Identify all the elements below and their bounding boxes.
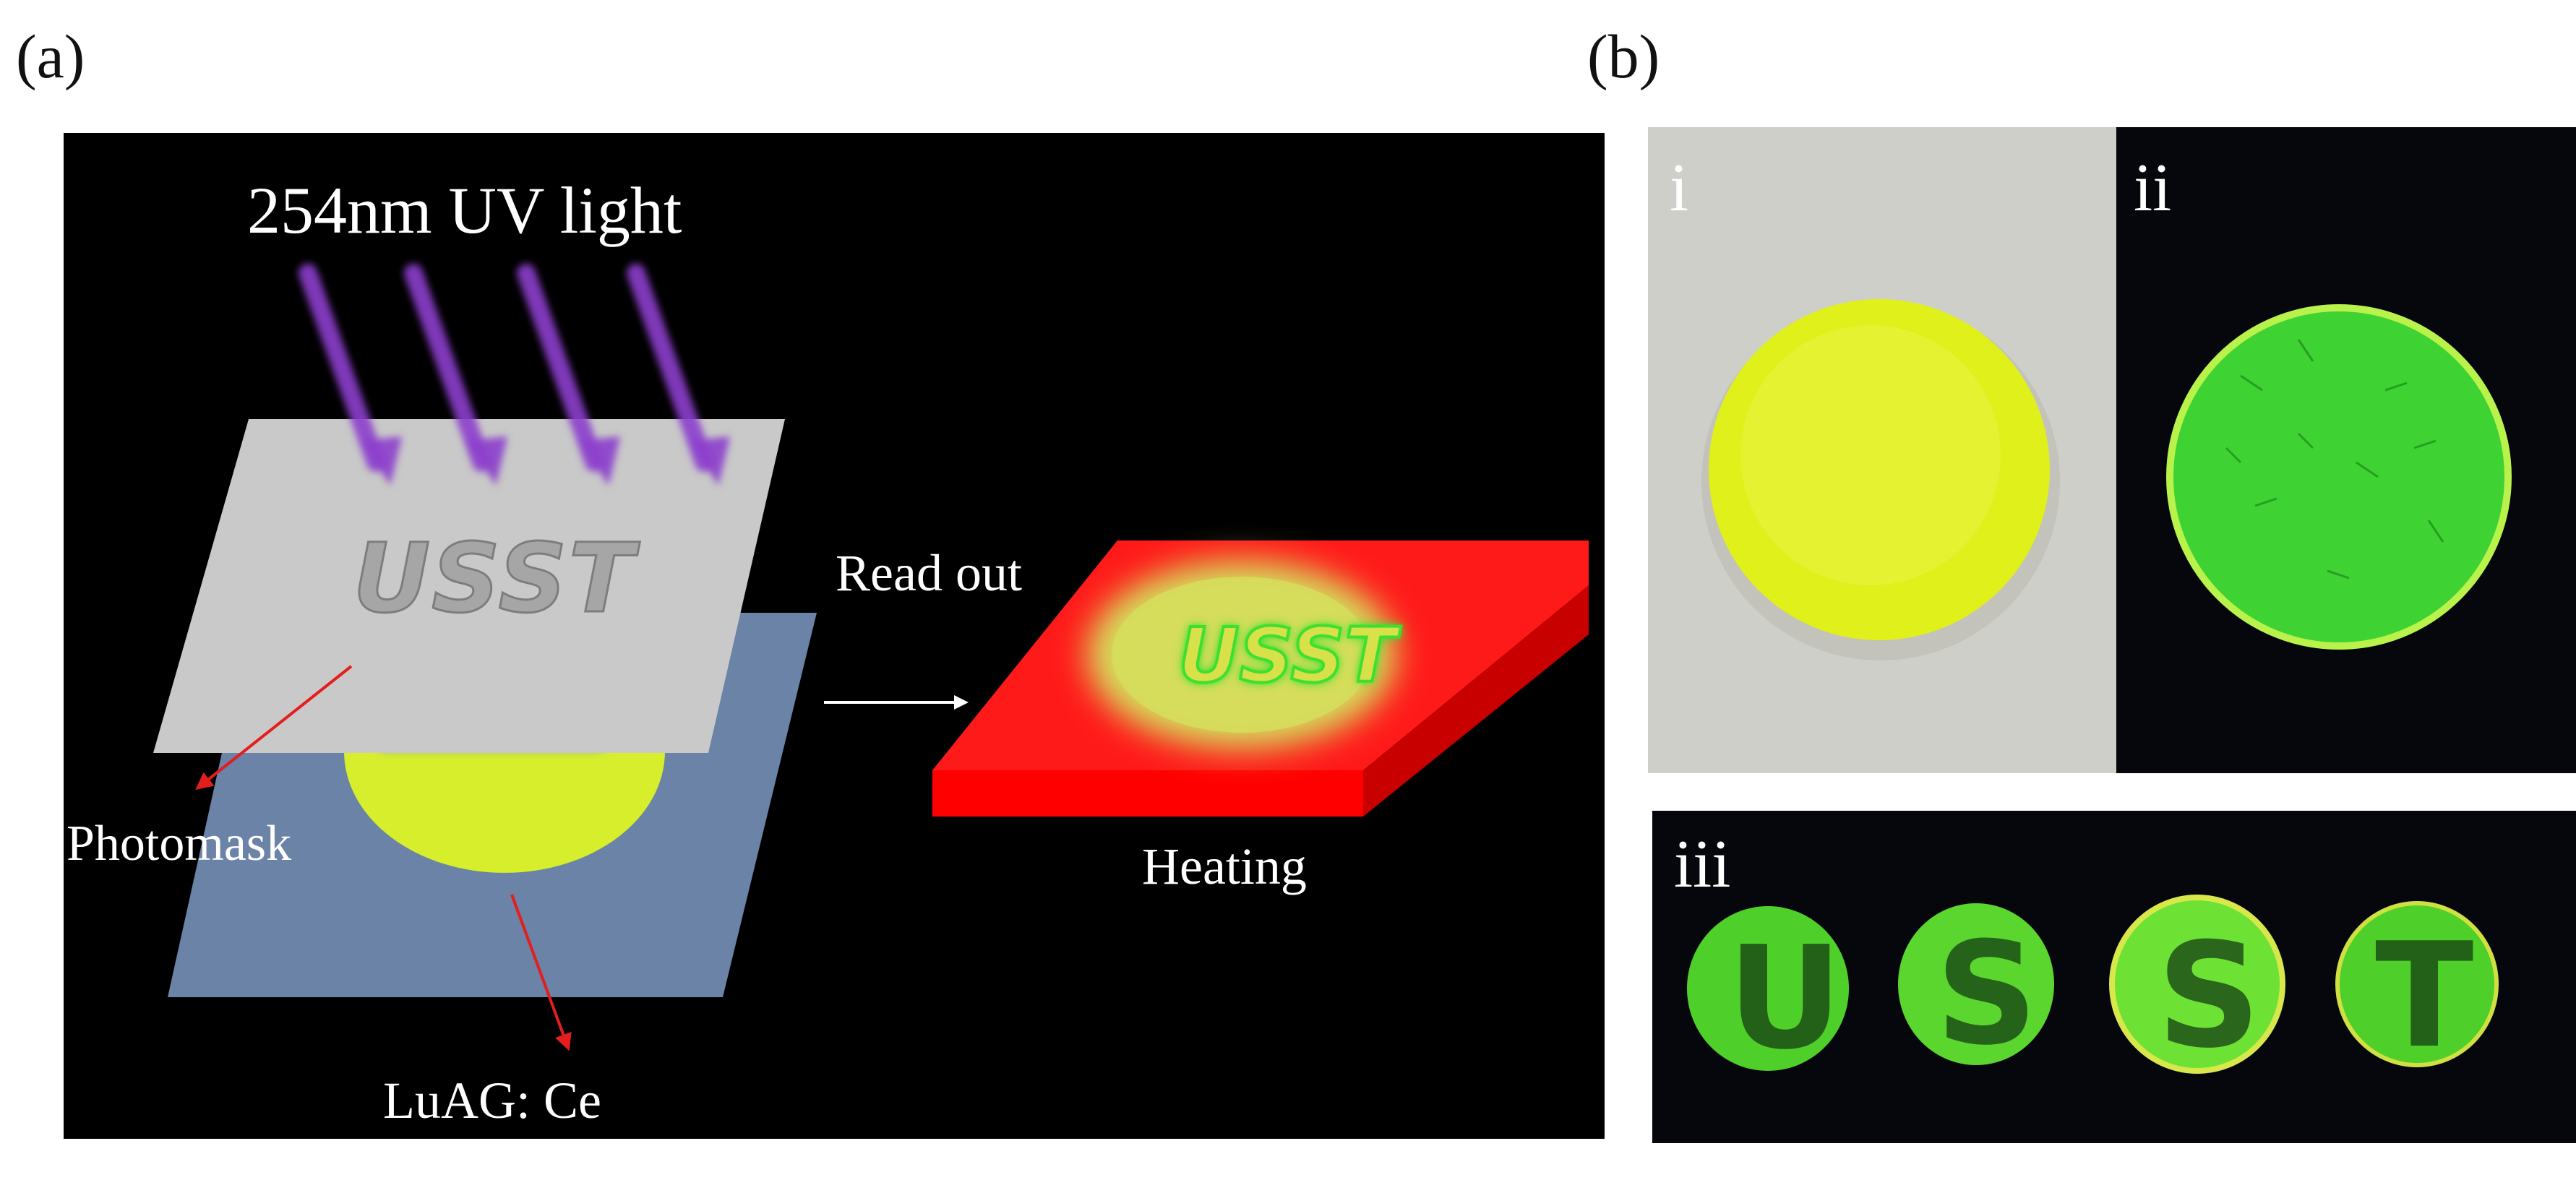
letter-disc-1 <box>1687 906 1849 1071</box>
uv-arrows <box>299 264 730 486</box>
photomask-sheet <box>153 419 785 753</box>
luag-ce-disc <box>344 752 665 873</box>
photomask-pointer <box>195 665 353 790</box>
photo-ii-speckle <box>2225 339 2444 580</box>
photo-i-label: i <box>1670 150 1689 225</box>
panel-a-label: (a) <box>16 22 85 91</box>
disc-letter-3: S <box>2157 912 2262 1080</box>
mask-pattern-text: USST <box>352 522 635 636</box>
letter-disc-3 <box>2109 895 2285 1074</box>
plate-pattern-text: USST <box>1177 610 1397 701</box>
luag-pointer <box>510 894 572 1051</box>
photomask-label: Photomask <box>66 816 292 871</box>
photo-ii-label: ii <box>2134 150 2172 225</box>
uv-light-label: 254nm UV light <box>247 173 682 247</box>
photo-ii-disc <box>2168 306 2510 647</box>
photo-ii-rim <box>2166 304 2512 650</box>
disc-letter-2: S <box>1936 912 2038 1077</box>
disc-letter-1: U <box>1727 916 1843 1081</box>
panel-b-label: (b) <box>1587 22 1660 91</box>
heating-label: Heating <box>1142 837 1307 895</box>
letter-disc-2 <box>1898 903 2054 1065</box>
photo-iii-label: iii <box>1674 827 1731 902</box>
disc-letter-4: T <box>2375 912 2474 1080</box>
letter-disc-4 <box>2335 901 2499 1067</box>
photo-i-disc-highlight <box>1740 325 2001 585</box>
read-out-label: Read out <box>836 544 1022 602</box>
luag-ce-label: LuAG: Ce <box>383 1072 601 1129</box>
heated-phosphor-core <box>1112 577 1372 733</box>
